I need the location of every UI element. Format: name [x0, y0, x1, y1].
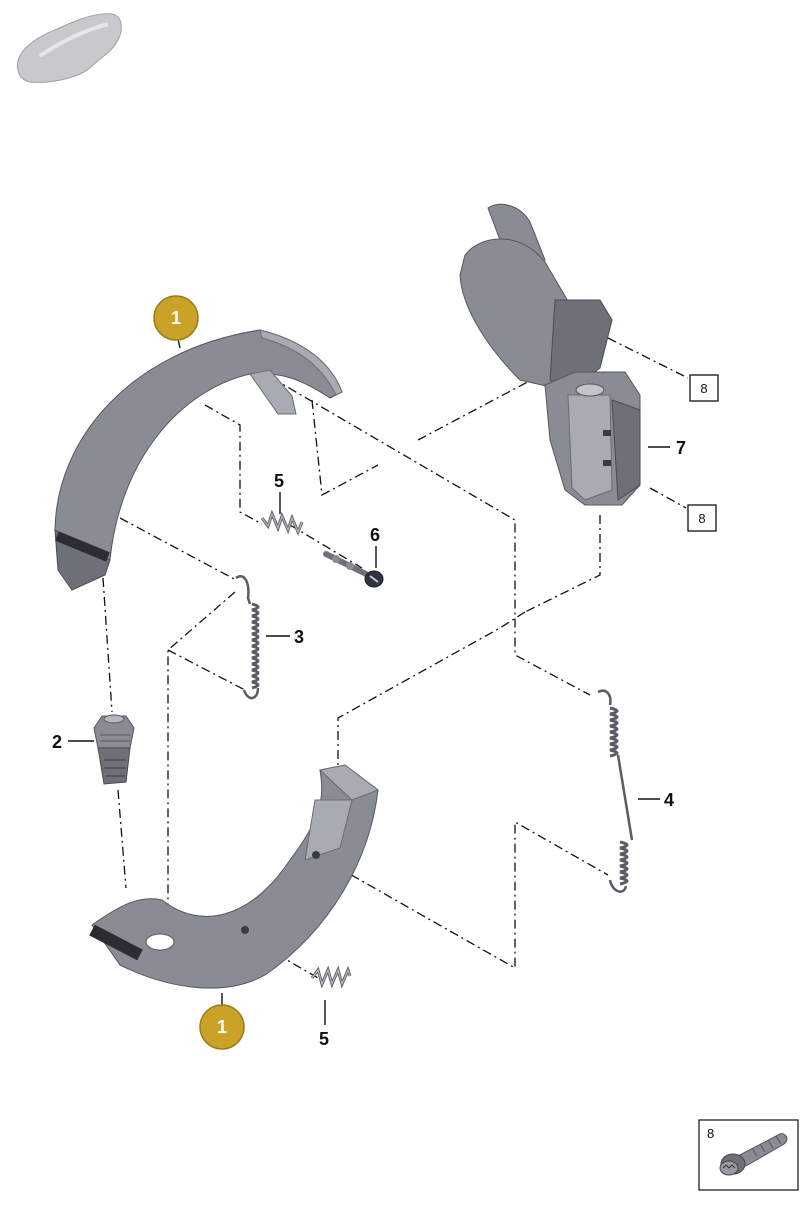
return-spring-short[interactable] [235, 575, 260, 700]
callout-7[interactable]: 7 [676, 438, 686, 458]
upper-brake-shoe[interactable] [54, 329, 343, 591]
svg-text:1: 1 [171, 308, 181, 328]
adjuster-screw[interactable] [93, 714, 135, 785]
callout-1-upper[interactable]: 1 [153, 295, 199, 341]
callout-2[interactable]: 2 [52, 732, 62, 752]
callout-4[interactable]: 4 [664, 790, 674, 810]
leader-lines [68, 329, 689, 1025]
svg-text:8: 8 [700, 381, 707, 396]
lower-pin-spring[interactable] [310, 965, 352, 989]
car-silhouette-icon[interactable] [16, 13, 122, 83]
svg-text:1: 1 [217, 1017, 227, 1037]
return-spring-long[interactable] [597, 689, 634, 893]
callout-8-lower[interactable]: 8 [687, 504, 717, 532]
detail-box-label: 8 [707, 1126, 714, 1141]
callout-5-upper[interactable]: 5 [274, 471, 284, 491]
detail-box-part-8[interactable]: 8 [698, 1119, 799, 1191]
assembly-lines [102, 349, 609, 979]
lower-brake-shoe[interactable] [89, 764, 380, 989]
parking-brake-actuator[interactable] [459, 203, 641, 506]
callout-5-lower[interactable]: 5 [319, 1029, 329, 1049]
bolt-icon [719, 1133, 788, 1176]
svg-text:8: 8 [698, 511, 705, 526]
callout-3[interactable]: 3 [294, 627, 304, 647]
upper-pin-spring[interactable] [260, 509, 304, 536]
callout-6[interactable]: 6 [370, 525, 380, 545]
retaining-pin[interactable] [323, 551, 384, 588]
callout-8-upper[interactable]: 8 [689, 374, 719, 402]
callout-1-lower[interactable]: 1 [199, 1004, 245, 1050]
